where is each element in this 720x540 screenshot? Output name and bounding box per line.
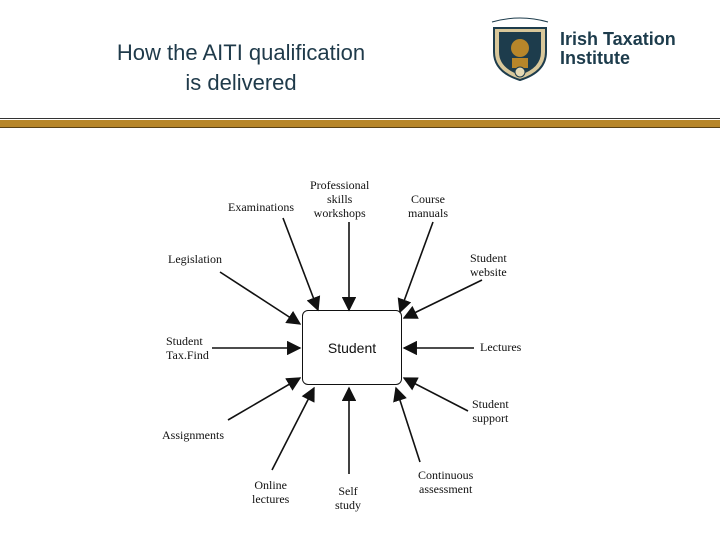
- institute-name: Irish Taxation Institute: [560, 30, 676, 68]
- online-lectures-label: Online lectures: [252, 478, 290, 506]
- title-line-1: How the AITI qualification: [116, 40, 366, 65]
- student-node: Student: [302, 310, 402, 385]
- assignments-label: Assignments: [162, 428, 225, 442]
- legislation-label: Legislation: [168, 252, 222, 266]
- arrow-legislation: [219, 271, 302, 325]
- title-line-2: is delivered: [185, 70, 297, 95]
- professional-skills-label: Professional skills workshops: [310, 178, 370, 220]
- course-manuals-label: Course manuals: [408, 192, 448, 220]
- arrow-student-website: [402, 279, 483, 319]
- examinations-label: Examinations: [228, 200, 294, 214]
- header-divider-bar: [0, 120, 720, 128]
- brand-line-2: Institute: [560, 48, 630, 68]
- arrow-student-support: [402, 377, 469, 412]
- arrow-course-manuals: [397, 221, 434, 314]
- student-support-label: Student support: [472, 397, 509, 425]
- brand-line-1: Irish Taxation: [560, 29, 676, 49]
- continuous-assessment-label: Continuous assessment: [418, 468, 474, 496]
- arrow-online-lectures: [271, 386, 315, 471]
- student-website-label: Student website: [470, 251, 507, 279]
- self-study-label: Self study: [335, 484, 362, 512]
- arrow-continuous-assessment: [393, 386, 421, 463]
- arrow-examinations: [282, 217, 321, 312]
- page-title: How the AITI qualification is delivered: [110, 38, 372, 98]
- institute-crest-logo: [491, 17, 549, 82]
- student-taxfind-label: Student Tax.Find: [166, 334, 209, 362]
- arrow-assignments: [227, 377, 302, 421]
- header-divider-thin: [0, 118, 720, 119]
- lectures-label: Lectures: [480, 340, 522, 354]
